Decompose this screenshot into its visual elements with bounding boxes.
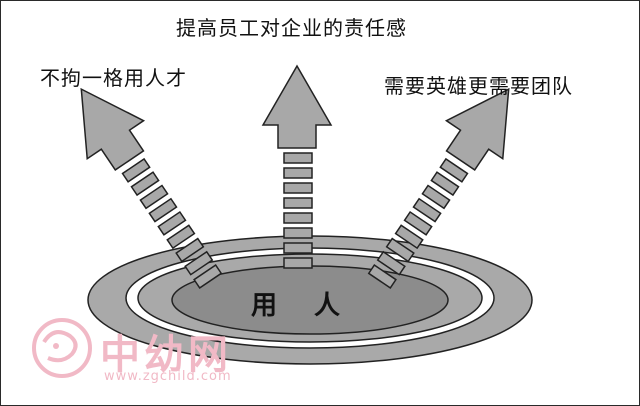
arrow-left-segment <box>184 250 214 276</box>
arrow-right-segment <box>403 210 433 236</box>
watermark-url: www.zgchild.com <box>104 369 232 384</box>
arrow-left-segment <box>130 171 160 197</box>
arrow-center-segment <box>283 167 313 179</box>
arrow-center-segment <box>283 257 313 269</box>
arrow-left <box>80 87 223 289</box>
arrow-left-head <box>80 87 146 171</box>
watermark-brand: 中幼网 <box>100 332 232 378</box>
arrow-center-segment <box>283 212 313 224</box>
arrow-right-head <box>444 87 510 171</box>
arrow-right-segment <box>385 237 415 263</box>
arrow-right-segment <box>376 250 406 276</box>
arrow-center <box>261 64 333 269</box>
arrow-right-segment <box>367 264 397 289</box>
arrow-left-segment <box>121 157 151 183</box>
arrow-right-label: 需要英雄更需要团队 <box>384 74 573 98</box>
arrow-right <box>367 87 510 289</box>
arrow-right-segment <box>430 171 460 197</box>
watermark-logo-icon <box>32 318 92 378</box>
arrow-center-segment <box>283 182 313 194</box>
arrow-right-segment <box>412 197 442 223</box>
arrow-right-segment <box>421 184 451 210</box>
arrow-left-segment <box>166 224 196 250</box>
arrow-center-segment <box>283 197 313 209</box>
arrow-top-label: 提高员工对企业的责任感 <box>176 16 407 40</box>
arrow-left-segment <box>148 197 178 223</box>
arrow-center-segment <box>283 152 313 164</box>
arrow-center-segment <box>283 227 313 239</box>
arrow-right-segment <box>394 224 424 250</box>
arrow-right-segment <box>439 157 469 183</box>
arrow-left-segment <box>157 210 187 236</box>
center-label: 用 人 <box>251 291 355 321</box>
arrow-left-label: 不拘一格用人才 <box>40 66 187 90</box>
arrow-center-segment <box>283 242 313 254</box>
arrow-left-segment <box>139 184 169 210</box>
arrow-left-segment <box>175 237 205 263</box>
arrow-left-segment <box>193 264 223 289</box>
arrow-center-head <box>261 64 333 149</box>
